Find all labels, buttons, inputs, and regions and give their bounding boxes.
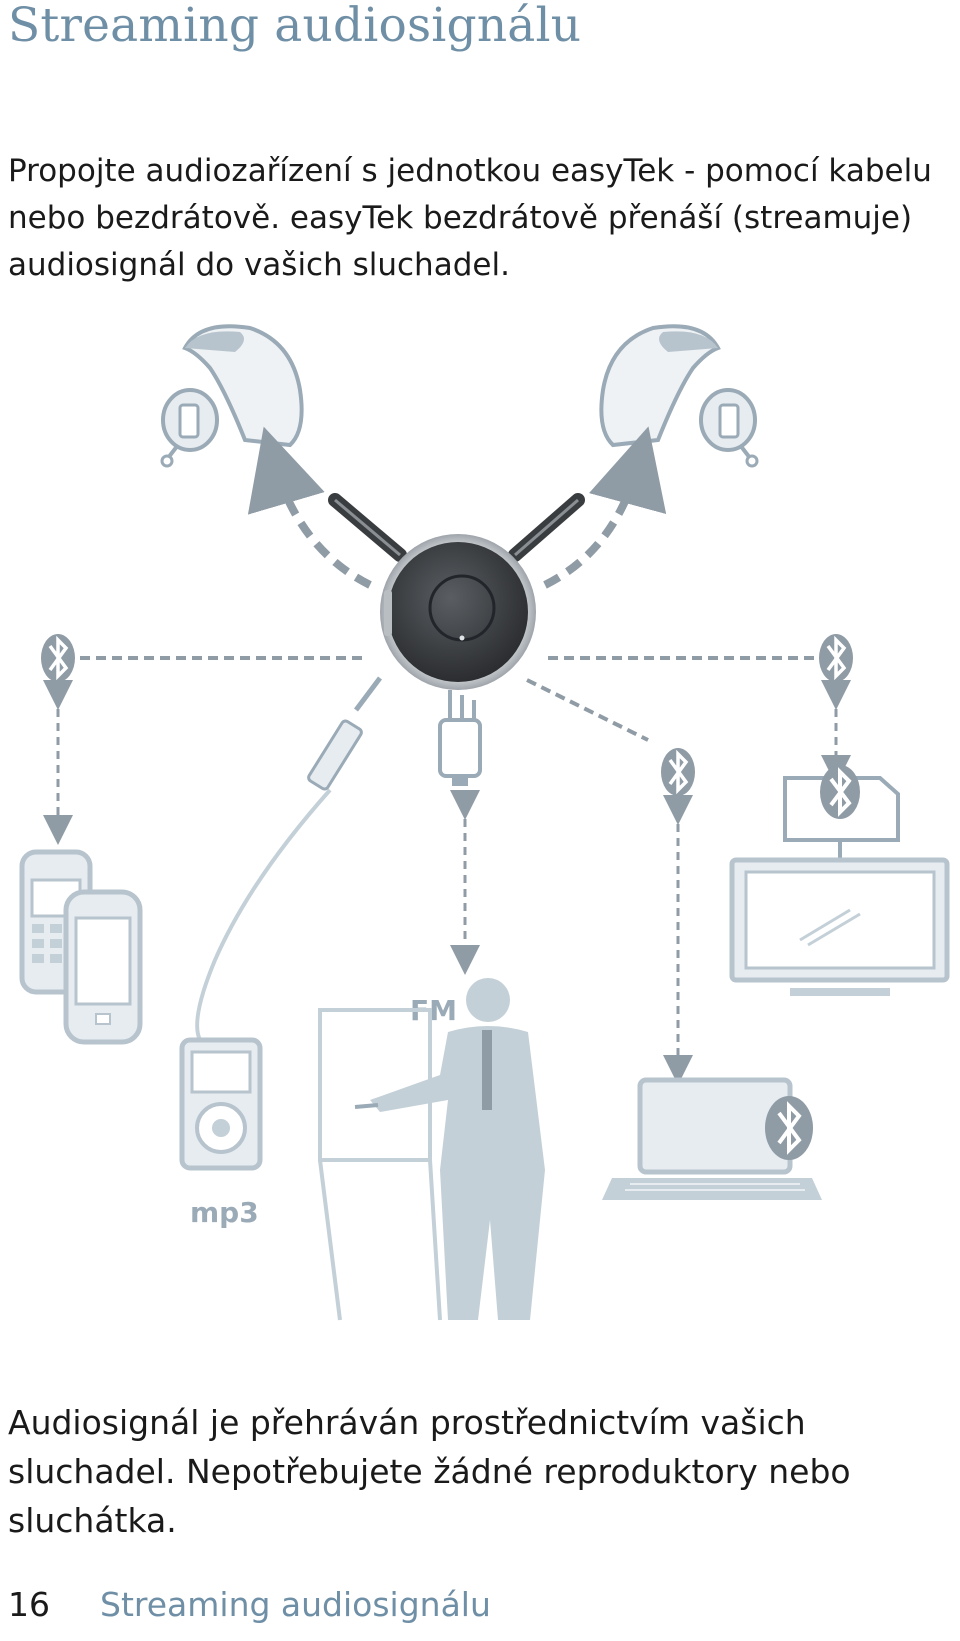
page-footer: 16 Streaming audiosignálu (8, 1580, 491, 1630)
stream-arrow-left (247, 426, 372, 589)
bluetooth-icon (41, 634, 75, 682)
streaming-illustration: mp3 FM (19, 324, 950, 1321)
presenter-icon (318, 978, 545, 1321)
hearing-aid-left-icon (160, 324, 304, 468)
stream-arrow-right (543, 426, 667, 589)
bluetooth-icon (819, 634, 853, 682)
intro-paragraph: Propojte audiozařízení s jednotkou easyT… (8, 153, 932, 283)
outro-paragraph: Audiosignál je přehráván prostřednictvím… (8, 1403, 851, 1540)
page-title: Streaming audiosignálu (8, 0, 582, 53)
fm-receiver-icon (438, 690, 482, 786)
mobile-phone-icon (19, 849, 143, 1045)
laptop-icon (602, 1077, 822, 1200)
audio-cable-icon (195, 676, 382, 1041)
easytek-device-icon (328, 493, 585, 690)
hearing-aid-right-icon (599, 324, 759, 468)
tv-icon (729, 857, 950, 996)
mp3-player-icon (179, 1037, 263, 1171)
bluetooth-icon (661, 748, 695, 796)
tv-bluetooth-adapter-icon (783, 765, 900, 860)
footer-section-title: Streaming audiosignálu (100, 1585, 491, 1624)
mp3-label: mp3 (190, 1196, 259, 1229)
page-number: 16 (8, 1585, 50, 1624)
